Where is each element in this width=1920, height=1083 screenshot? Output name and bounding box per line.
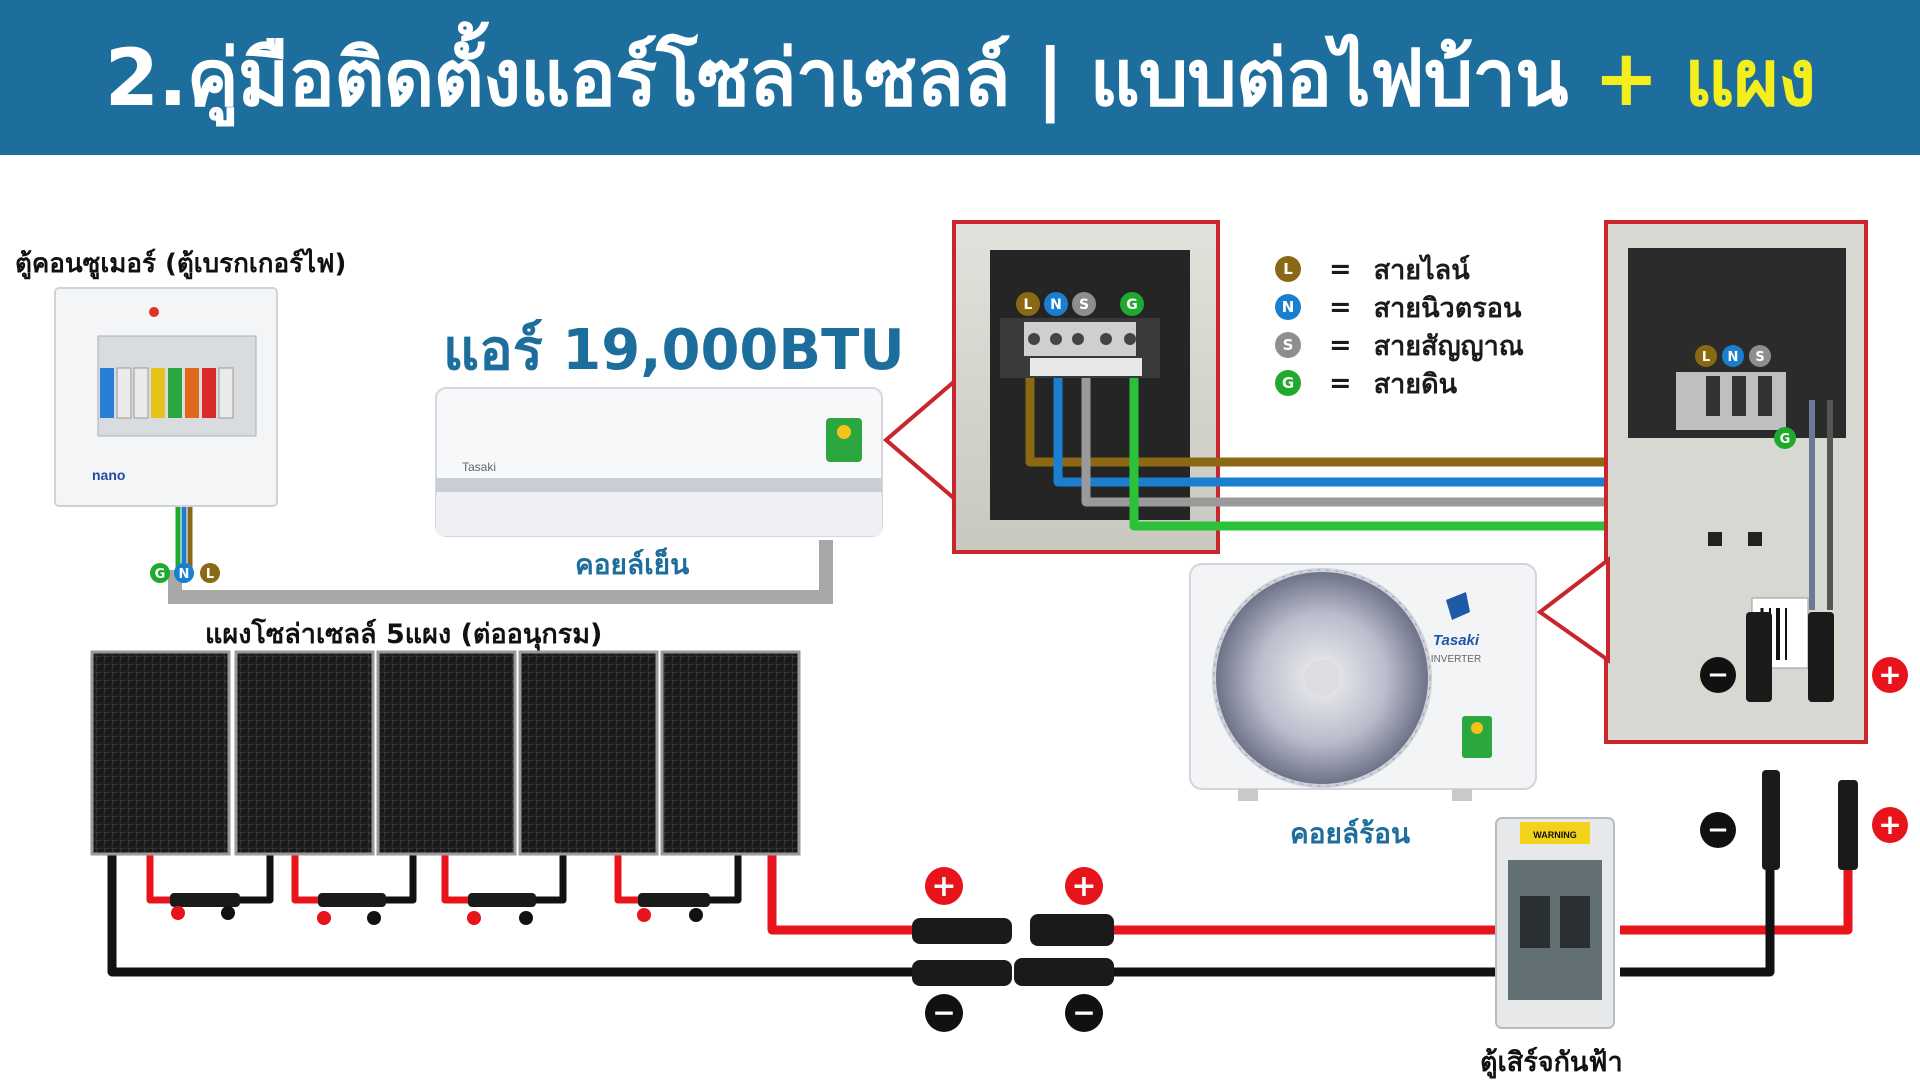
indoor-badge-l: L <box>1024 297 1033 313</box>
legend-eq: = <box>1329 367 1352 399</box>
outdoor-unit-inverter: INVERTER <box>1431 654 1481 665</box>
legend-signal-dot: S <box>1275 332 1301 358</box>
solar-panel-array <box>90 650 801 856</box>
legend-neutral-label: สายนิวตรอน <box>1373 292 1522 324</box>
solar-panel-3 <box>376 650 517 856</box>
solar-panel-1 <box>90 650 231 856</box>
negative-icon: − <box>1707 660 1729 690</box>
legend-row-neutral: N = สายนิวตรอน <box>1275 288 1524 326</box>
header-banner: 2.คู่มือติดตั้งแอร์โซล่าเซลล์ | แบบต่อไฟ… <box>0 0 1920 155</box>
outdoor-unit-brand: Tasaki <box>1433 632 1480 649</box>
indoor-badge-s: S <box>1079 297 1089 313</box>
surge-warning-label: WARNING <box>1533 830 1577 840</box>
page-title: 2.คู่มือติดตั้งแอร์โซล่าเซลล์ | แบบต่อไฟ… <box>104 16 1817 140</box>
outdoor-coil-label: คอยล์ร้อน <box>1290 817 1411 850</box>
plug-positive-icon: + <box>1878 808 1901 841</box>
legend-neutral-dot: N <box>1275 294 1301 320</box>
legend-line-dot: L <box>1275 256 1301 282</box>
positive-icon: + <box>1878 658 1901 691</box>
consumer-unit: nano <box>54 287 278 507</box>
page-title-accent: + แผง <box>1593 33 1817 124</box>
solar-panel-5 <box>660 650 801 856</box>
ac-power-cable <box>168 500 833 604</box>
outdoor-badge-s: S <box>1755 350 1764 365</box>
dc-wiring <box>107 850 1853 977</box>
main-negative-icon-a: − <box>932 996 955 1029</box>
legend-line-label: สายไลน์ <box>1373 254 1470 286</box>
legend-eq: = <box>1329 291 1352 323</box>
consumer-unit-label: ตู้คอนซูเมอร์ (ตู้เบรกเกอร์ไฟ) <box>15 249 347 279</box>
indoor-badge-g: G <box>1126 297 1138 313</box>
outdoor-badge-n: N <box>1728 350 1739 365</box>
badge-g: G <box>155 567 166 582</box>
main-positive-icon-b: + <box>1071 869 1096 904</box>
page-title-main: 2.คู่มือติดตั้งแอร์โซล่าเซลล์ | แบบต่อไฟ… <box>104 33 1569 124</box>
consumer-unit-brand: nano <box>92 467 125 483</box>
consumer-terminal-badges: G N L <box>150 563 220 583</box>
solar-panel-4 <box>518 650 659 856</box>
panel-mc4-connectors <box>170 893 710 907</box>
outdoor-panel-polarity: − + <box>1700 657 1908 693</box>
outdoor-terminal-panel <box>1604 220 1868 744</box>
wire-legend: L = สายไลน์ N = สายนิวตรอน S = สายสัญญาณ… <box>1275 250 1524 402</box>
main-negative-icon-b: − <box>1072 996 1095 1029</box>
surge-protection-box: WARNING <box>1495 817 1615 1029</box>
wiring-diagram: nano G N L Tasaki L N S G <box>54 220 1908 1032</box>
badge-l: L <box>206 567 214 582</box>
legend-row-signal: S = สายสัญญาณ <box>1275 326 1524 364</box>
legend-row-line: L = สายไลน์ <box>1275 250 1524 288</box>
solar-panels-label: แผงโซล่าเซลล์ 5แผง (ต่ออนุกรม) <box>205 619 603 650</box>
legend-row-ground: G = สายดิน <box>1275 364 1524 402</box>
main-mc4-connectors: + + − − <box>912 867 1114 1032</box>
tasaki-logo-icon <box>1446 592 1470 620</box>
indoor-coil-label: คอยล์เย็น <box>575 548 690 581</box>
legend-ground-label: สายดิน <box>1373 368 1458 400</box>
indoor-unit-brand: Tasaki <box>462 460 496 474</box>
outdoor-mc4-plugs: − + <box>1700 770 1908 870</box>
plug-negative-icon: − <box>1707 815 1729 845</box>
solar-panel-2 <box>234 650 375 856</box>
badge-n: N <box>179 567 190 582</box>
main-positive-icon-a: + <box>931 869 956 904</box>
indoor-terminal-badges: L N S G <box>1016 292 1144 316</box>
legend-eq: = <box>1329 253 1352 285</box>
ac-title-label: แอร์ 19,000BTU <box>443 318 905 383</box>
outdoor-badge-g: G <box>1780 432 1791 447</box>
legend-eq: = <box>1329 329 1352 361</box>
legend-ground-dot: G <box>1275 370 1301 396</box>
indoor-ac-unit: Tasaki <box>435 387 883 537</box>
outdoor-callout-pointer <box>1536 555 1610 664</box>
panel-link-polarity-marks <box>171 906 703 925</box>
surge-box-label: ตู้เสิร์จกันฟ้า <box>1480 1047 1623 1078</box>
outdoor-badge-l: L <box>1702 350 1710 365</box>
outdoor-terminal-badges: L N S G <box>1695 345 1796 449</box>
indoor-callout-pointer <box>882 375 958 505</box>
outdoor-ac-unit: Tasaki INVERTER <box>1189 563 1537 801</box>
legend-signal-label: สายสัญญาณ <box>1373 330 1524 362</box>
indoor-badge-n: N <box>1050 297 1062 313</box>
